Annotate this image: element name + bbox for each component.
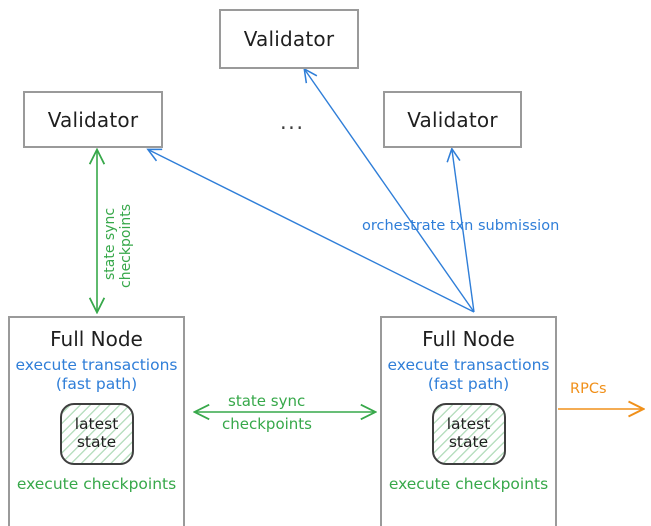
validator-right-label: Validator [407, 107, 498, 132]
validator-top-label: Validator [243, 27, 335, 51]
full-node-right-latest-state-line1: latest [446, 414, 491, 433]
full-node-left-fast-path-line2: (fast path) [55, 375, 138, 394]
edge-label-state-sync-vertical-line2: checkpoints [118, 204, 134, 288]
edge-label-state-sync-horizontal-line2: checkpoints [222, 415, 312, 433]
edge-label-rpcs: RPCs [570, 381, 607, 397]
full-node-right-fast-path-line1: execute transactions [387, 356, 550, 374]
edge-label-orchestrate: orchestrate txn submission [362, 218, 560, 234]
full-node-right-fast-path: execute transactions (fast path) [387, 356, 549, 395]
validator-left-box[interactable]: Validator [23, 91, 163, 148]
edge-fullnode-to-validator-left [149, 150, 475, 313]
validators-ellipsis: ... [280, 110, 305, 134]
validator-left-label: Validator [47, 107, 139, 132]
full-node-left-latest-state-line1: latest [74, 414, 119, 433]
edge-fullnode-to-validator-right [452, 150, 475, 313]
full-node-left-fast-path-line1: execute transactions [15, 356, 178, 374]
validator-top-box[interactable]: Validator [219, 9, 359, 69]
edge-fullnode-to-validator-top [305, 70, 475, 313]
full-node-left-fast-path: execute transactions (fast path) [15, 356, 177, 395]
full-node-left-latest-state-chip[interactable]: latest state [59, 402, 134, 465]
full-node-right-fast-path-line2: (fast path) [427, 375, 510, 394]
full-node-right-latest-state-line2: state [448, 432, 489, 451]
full-node-left-box[interactable]: Full Node execute transactions (fast pat… [8, 316, 185, 526]
edge-label-state-sync-horizontal-line1: state sync [228, 392, 306, 410]
full-node-left-latest-state-line2: state [76, 432, 117, 451]
full-node-right-title: Full Node [422, 327, 515, 351]
full-node-right-box[interactable]: Full Node execute transactions (fast pat… [380, 316, 557, 526]
full-node-right-latest-state-chip[interactable]: latest state [431, 402, 506, 465]
full-node-left-checkpoints-caption: execute checkpoints [16, 474, 177, 493]
full-node-left-title: Full Node [50, 327, 143, 351]
full-node-right-checkpoints-caption: execute checkpoints [388, 474, 549, 493]
validator-right-box[interactable]: Validator [383, 91, 522, 148]
edge-label-state-sync-vertical-line1: state sync [102, 207, 118, 280]
